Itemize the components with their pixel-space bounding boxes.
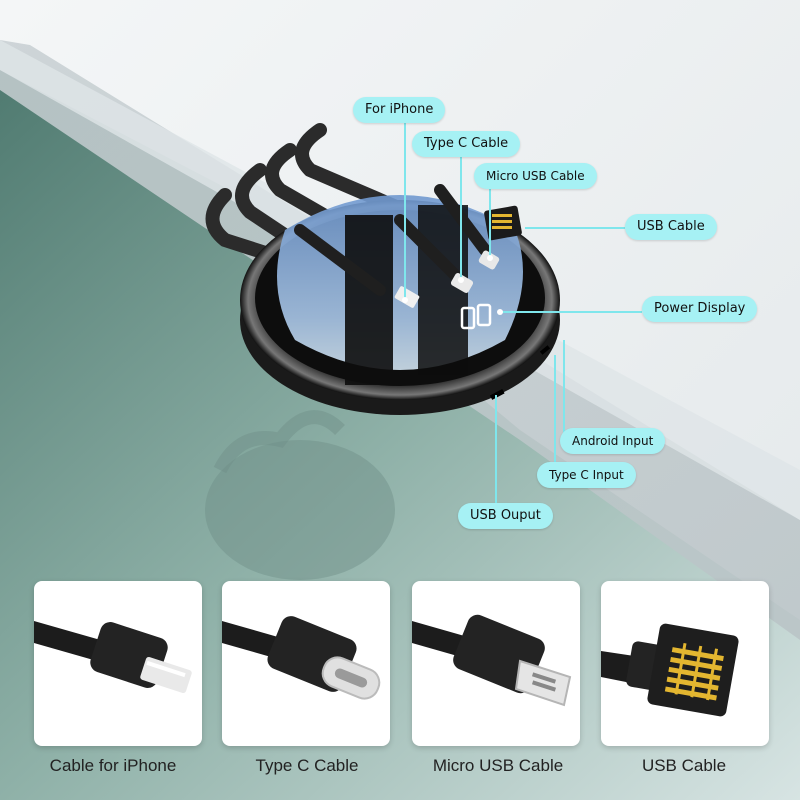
caption-micro-usb-cable: Micro USB Cable (432, 756, 564, 775)
callout-usb-cable: USB Cable (625, 214, 717, 240)
callout-micro-usb-cable: Micro USB Cable (474, 163, 597, 189)
leader-lines (404, 120, 642, 505)
callout-type-c-input: Type C Input (537, 462, 636, 488)
callout-android-input: Android Input (560, 428, 666, 454)
callout-type-c-cable: Type C Cable (412, 131, 521, 157)
callout-usb-output: USB Ouput (458, 503, 553, 529)
card-type-c (222, 581, 390, 746)
caption-type-c-cable: Type C Cable (255, 756, 359, 775)
card-micro-usb (412, 581, 580, 746)
cable-heads (294, 184, 522, 308)
cable-loops (205, 123, 457, 299)
power-display-digits (460, 303, 492, 330)
lightning-connector-icon (34, 621, 192, 694)
micro-usb-connector-icon (412, 614, 572, 707)
reflection-shadow (205, 440, 395, 580)
type-c-connector-icon (222, 616, 381, 700)
caption-cable-for-iphone: Cable for iPhone (49, 756, 177, 775)
card-lightning (34, 581, 202, 746)
caption-usb-cable: USB Cable (641, 756, 727, 775)
card-usb-a (601, 581, 769, 746)
callout-power-display: Power Display (642, 296, 758, 322)
usb-a-connector-icon (601, 623, 739, 717)
callout-for-iphone: For iPhone (353, 97, 446, 123)
